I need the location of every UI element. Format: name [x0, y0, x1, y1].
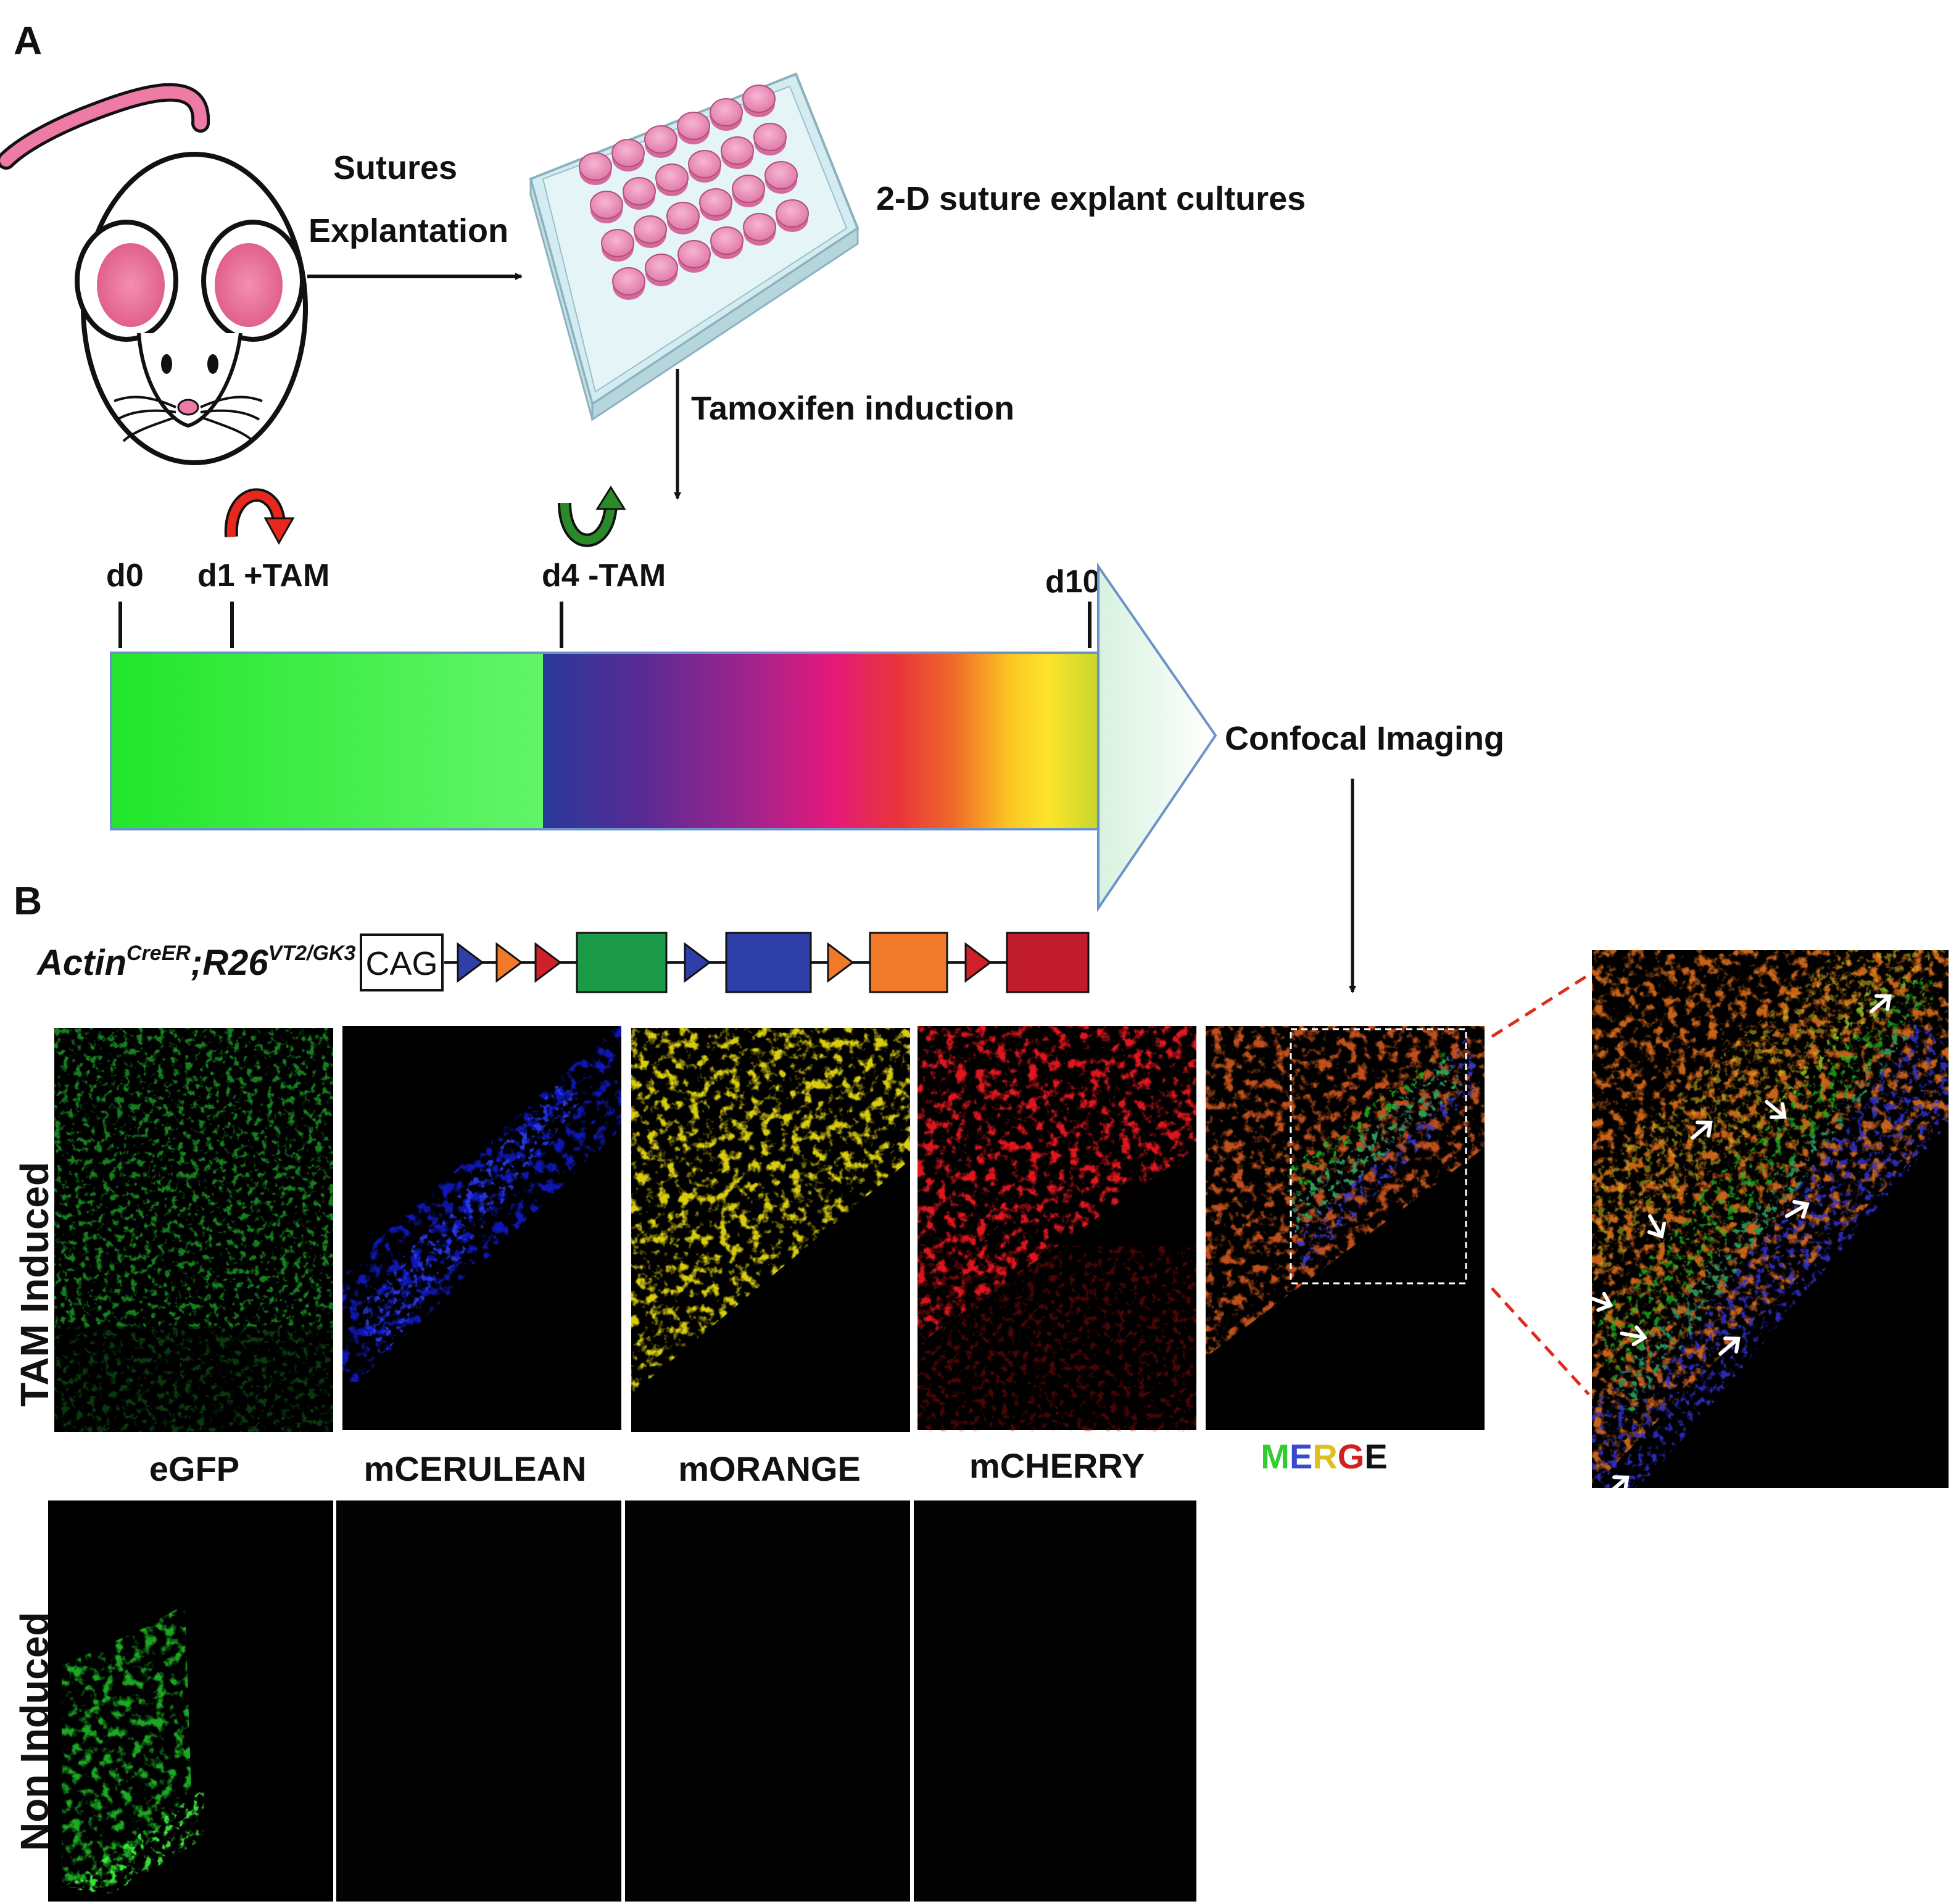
channel-label-mcerulean: mCERULEAN	[364, 1449, 587, 1488]
culture-well	[764, 161, 798, 194]
image-mcerulean-noninduced	[336, 1500, 621, 1902]
cag-promoter-box	[360, 933, 444, 991]
genotype-actin: Actin	[36, 943, 126, 983]
merge-letter-r: R	[1312, 1437, 1337, 1476]
culture-plate-illustration	[529, 72, 860, 421]
merge-letter-e1: E	[1290, 1437, 1312, 1476]
channel-label-merge: MERGE	[1261, 1437, 1387, 1476]
tick-label-d4: d4 -TAM	[542, 558, 666, 594]
timeline-arrow-head	[1097, 562, 1217, 913]
zoom-annotation-arrow	[1691, 1120, 1713, 1140]
zoom-connector-top	[1491, 973, 1590, 1038]
image-morange-induced	[631, 1028, 910, 1432]
culture-well	[742, 85, 776, 117]
culture-well	[623, 177, 656, 210]
merge-zoom-region	[1290, 1028, 1467, 1285]
tamoxifen-label: Tamoxifen induction	[691, 390, 1014, 427]
timeline-bar-rainbow	[543, 653, 1098, 829]
culture-well	[753, 123, 787, 155]
image-merge-zoom	[1586, 950, 1949, 1495]
image-mcherry-noninduced	[914, 1500, 1196, 1902]
culture-label: 2-D suture explant cultures	[876, 180, 1306, 217]
confocal-label: Confocal Imaging	[1225, 720, 1504, 757]
culture-well	[710, 226, 744, 259]
row-label-tam-induced: TAM Induced	[12, 1162, 57, 1407]
timeline-bar-green	[111, 653, 543, 829]
mouse-illustration	[0, 83, 308, 465]
culture-well	[776, 199, 809, 232]
tam-remove-curved-arrow	[558, 486, 626, 547]
panel-a-label: A	[14, 19, 42, 63]
image-egfp-induced	[54, 1028, 333, 1432]
cag-promoter-label: CAG	[365, 945, 437, 982]
zoom-annotation-arrow	[1620, 1325, 1648, 1346]
culture-well	[743, 213, 776, 246]
culture-well	[644, 125, 677, 158]
channel-label-morange: mORANGE	[678, 1449, 861, 1488]
zoom-annotation-arrow	[1647, 1214, 1667, 1239]
image-mcherry-induced	[918, 1026, 1196, 1431]
culture-well	[601, 229, 634, 262]
culture-well	[721, 136, 754, 169]
genotype-vt2gk3: VT2/GK3	[268, 942, 356, 965]
tam-add-curved-arrow	[224, 488, 295, 545]
culture-well	[677, 240, 711, 273]
image-mcerulean-induced	[342, 1026, 621, 1430]
svg-text:ActinCreER;R26VT2/GK3: ActinCreER;R26VT2/GK3	[36, 942, 355, 983]
zoom-annotation-arrow	[1607, 1475, 1630, 1495]
construct-diagram: CAG	[360, 932, 1090, 993]
zoom-annotation-arrow	[1586, 1291, 1613, 1312]
zoom-annotation-arrow	[1718, 1336, 1741, 1356]
culture-well	[710, 98, 743, 131]
culture-well	[611, 139, 645, 172]
timeline-ticks	[118, 602, 1091, 648]
merge-letter-e2: E	[1364, 1437, 1387, 1476]
channel-label-mcherry: mCHERRY	[969, 1446, 1145, 1485]
image-morange-noninduced	[625, 1500, 910, 1902]
timeline-bar-outline	[110, 652, 1100, 830]
tick-label-d0: d0	[106, 558, 144, 594]
image-egfp-noninduced	[48, 1500, 333, 1902]
culture-well	[634, 215, 667, 248]
image-merge-induced	[1206, 1026, 1485, 1430]
zoom-annotation-arrow	[1784, 1199, 1810, 1219]
merge-letter-g: G	[1338, 1437, 1365, 1476]
culture-well	[590, 191, 623, 223]
zoom-annotation-arrow	[1765, 1099, 1787, 1119]
zoom-connector-bottom	[1491, 1287, 1590, 1396]
explantation-label: Explantation	[309, 212, 508, 249]
genotype-r26: ;R26	[191, 943, 268, 983]
culture-well	[666, 202, 700, 234]
tick-label-d10: d10	[1045, 564, 1101, 600]
genotype-label: ActinCreER;R26VT2/GK3	[36, 942, 355, 983]
culture-well	[688, 150, 721, 183]
culture-well	[655, 163, 689, 196]
culture-well	[677, 112, 710, 144]
merge-letter-m: M	[1261, 1437, 1290, 1476]
culture-well	[645, 254, 678, 286]
panel-b-label: B	[14, 879, 42, 923]
culture-well	[612, 267, 645, 300]
sutures-label: Sutures	[333, 149, 457, 186]
channel-label-egfp: eGFP	[149, 1449, 239, 1488]
culture-well	[732, 175, 765, 207]
zoom-annotation-arrow	[1870, 994, 1892, 1014]
tick-label-d1: d1 +TAM	[197, 558, 329, 594]
culture-well	[699, 188, 732, 221]
culture-well	[579, 152, 612, 185]
genotype-creer: CreER	[126, 942, 191, 965]
